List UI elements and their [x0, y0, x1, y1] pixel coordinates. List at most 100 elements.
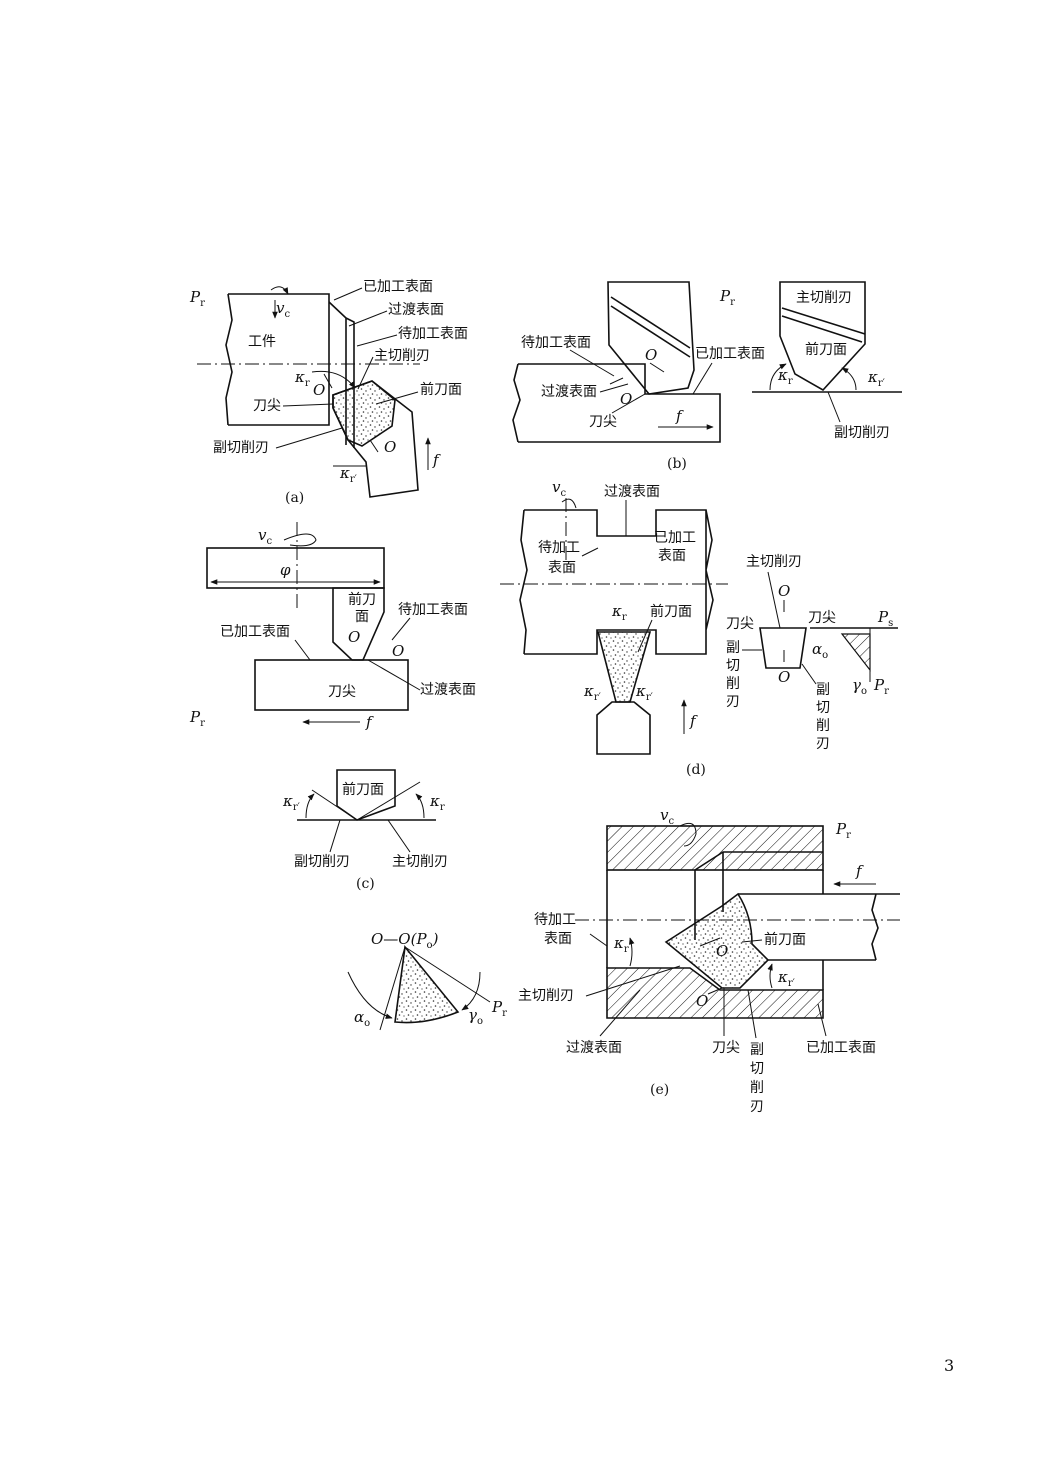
symbol-oo: O—O(Po) [371, 930, 439, 951]
leader-d2 [581, 547, 599, 557]
label-zhuqiexuren-b: 主切削刃 [796, 290, 852, 306]
tool-d-detail [759, 627, 807, 669]
symbol-pr-b: Pr [719, 287, 735, 308]
section-wedge [394, 945, 460, 1024]
symbol-o-a1: O [313, 381, 325, 399]
detail-c-edge1 [311, 789, 358, 821]
symbol-kr-c: κr [429, 792, 445, 813]
label-guodu-c: 过渡表面 [420, 682, 476, 698]
label-guodu-e: 过渡表面 [566, 1040, 622, 1056]
kr-arc-b [769, 363, 787, 391]
section-mark-a1 [323, 373, 333, 389]
symbol-o-d1: O [778, 582, 790, 600]
tool-e [664, 892, 770, 989]
section-line1 [379, 946, 406, 1031]
fu-d1: 副 [726, 640, 740, 656]
leader-a6 [282, 403, 334, 407]
leader-a2 [348, 310, 388, 327]
symbol-vc-c: vc [258, 526, 272, 547]
leader-a5 [375, 391, 419, 405]
leader-a1 [333, 287, 363, 301]
label-daijiagong-a: 待加工表面 [398, 326, 468, 342]
symbol-krp-d2: κr′ [635, 682, 654, 703]
section-mark-b2 [609, 377, 624, 385]
qie-d2: 切 [816, 700, 830, 716]
tool-b [607, 281, 695, 395]
caption-c: (c) [356, 876, 375, 892]
panel-e: vc Pr O O f 待加工 表面 κr 前刀面 κr′ 主切削刃 过渡表面 … [518, 806, 900, 1115]
symbol-f-a: f [432, 451, 441, 469]
caption-e: (e) [650, 1082, 669, 1098]
leader-e3 [585, 965, 681, 997]
symbol-o-b1: O [645, 346, 657, 364]
label-daojian-e: 刀尖 [712, 1040, 740, 1056]
label-biaomian-d: 表面 [548, 560, 576, 576]
symbol-pr: Pr [189, 288, 205, 309]
symbol-o-c1: O [348, 628, 360, 646]
leader-e6 [817, 1003, 827, 1037]
label-guodu-b: 过渡表面 [541, 384, 597, 400]
symbol-f-d: f [689, 712, 698, 730]
symbol-phi: φ [280, 561, 291, 579]
tool-b-edge2 [610, 305, 691, 358]
qie-d1: 切 [726, 658, 740, 674]
symbol-vc: vc [276, 299, 290, 320]
detail-c-edge2 [356, 781, 421, 821]
xue-e: 削 [750, 1080, 764, 1096]
tool-c-detail [336, 769, 396, 821]
tool-b-detail [779, 281, 866, 392]
wedge-d [840, 633, 871, 672]
workpiece-outline [225, 293, 330, 426]
xue-d1: 削 [726, 676, 740, 692]
label-qiandaomian-e: 前刀面 [764, 931, 806, 948]
symbol-kr-e: κr [613, 934, 629, 955]
symbol-gamma-c: γo [468, 1006, 483, 1027]
label-yijiagong-c: 已加工表面 [220, 624, 290, 640]
label-zhuqiexuren-a: 主切削刃 [374, 348, 430, 364]
kr-arc-a [311, 370, 356, 389]
leader-c4 [329, 819, 341, 853]
caption-a: (a) [285, 490, 304, 506]
fu-d2: 副 [816, 682, 830, 698]
ren-d2: 刃 [816, 736, 830, 752]
leader-d4 [767, 571, 781, 629]
krp-arc-c [305, 793, 315, 819]
symbol-krp-d1: κr′ [583, 682, 602, 703]
leader-d3 [637, 619, 653, 653]
label-daojian-c: 刀尖 [328, 684, 356, 700]
label-daojian-b: 刀尖 [589, 414, 617, 430]
leader-e4 [599, 989, 641, 1037]
leader-b1 [569, 349, 615, 377]
label-yijiagong-a: 已加工表面 [363, 279, 433, 295]
symbol-pr-d: Pr [873, 676, 889, 697]
alpha-arc [347, 971, 393, 1019]
label-daojian-d2: 刀尖 [808, 610, 836, 626]
symbol-krp-c: κr′ [282, 792, 301, 813]
symbol-pr-c2: Pr [491, 998, 507, 1019]
symbol-krp-b: κr′ [867, 368, 886, 389]
workpiece-b [512, 363, 721, 443]
shank-d [596, 701, 651, 755]
symbol-kr-a: κr [294, 368, 310, 389]
label-daijiagong-b: 待加工表面 [521, 335, 591, 351]
label-fuqiexuren-c: 副切削刃 [294, 854, 350, 870]
label-fuqiexuren-a: 副切削刃 [213, 440, 269, 456]
leader-d6 [801, 663, 817, 685]
rotation-arrow [270, 286, 289, 295]
label-workpiece: 工件 [248, 334, 276, 350]
panel-a: Pr vc 工件 O O κr κr′ f 已加工表面 过渡表面 待加工表面 主… [189, 279, 468, 506]
leader-e7 [747, 989, 757, 1039]
ren-d1: 刃 [726, 694, 740, 710]
page-number: 3 [944, 1356, 955, 1375]
symbol-o-a2: O [384, 438, 396, 456]
detail-edge2 [781, 315, 863, 343]
label-yijiagong-e: 已加工表面 [806, 1040, 876, 1056]
label-biaomian-e: 表面 [544, 931, 572, 947]
leader-e2 [741, 939, 763, 943]
label-qiandaomian-a: 前刀面 [420, 381, 462, 398]
label-daojian-a: 刀尖 [253, 398, 281, 414]
ren-e: 刃 [750, 1099, 764, 1115]
rotation-arrow-d [561, 498, 577, 509]
label-qiandaomian-c: 前刀面 [342, 781, 384, 798]
